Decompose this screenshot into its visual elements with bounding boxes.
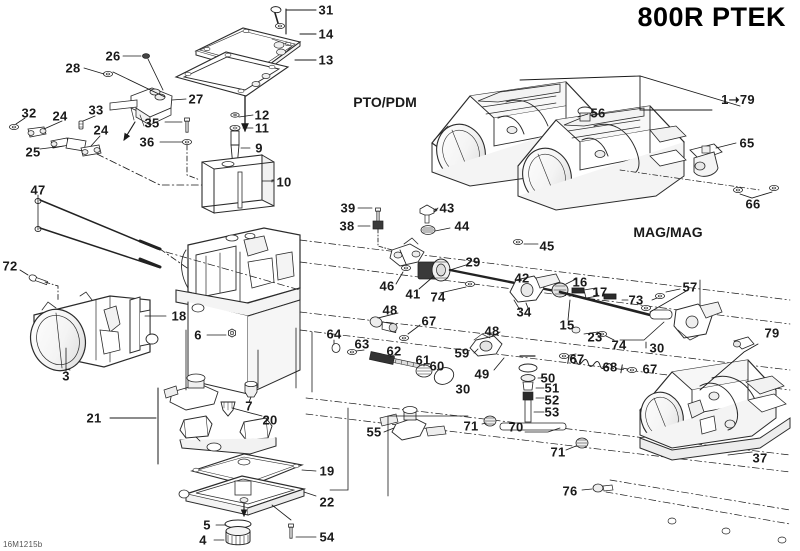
callout-number: 3	[62, 368, 70, 384]
callout-number: 56	[590, 105, 606, 121]
group-label-mag-mag: MAG/MAG	[633, 224, 703, 240]
callout-number: 47	[30, 182, 46, 198]
callout-number: 70	[508, 419, 524, 435]
callout-number: 5	[203, 517, 211, 533]
callout-number: 38	[339, 218, 355, 234]
callout-number: 35	[144, 115, 160, 131]
callout-number: 42	[514, 270, 530, 286]
group-label-pto-pdm: PTO/PDM	[353, 94, 417, 110]
callout-number: 50	[540, 370, 556, 386]
callout-number: 65	[739, 135, 755, 151]
callout-number: 34	[516, 304, 532, 320]
callout-number: 31	[318, 2, 334, 18]
callout-number: 79	[764, 325, 780, 341]
callout-number: 63	[354, 336, 370, 352]
callout-number: 68	[602, 359, 618, 375]
callout-number: 71	[550, 444, 566, 460]
callout-number: 52	[544, 392, 560, 408]
callout-number: 24	[52, 108, 68, 124]
callout-number: 26	[105, 48, 121, 64]
callout-number: 20	[262, 412, 278, 428]
callout-number: 66	[745, 196, 761, 212]
callout-number: 39	[340, 200, 356, 216]
callout-number: 12	[254, 107, 270, 123]
callout-number: 29	[465, 254, 481, 270]
callout-number: 17	[592, 284, 608, 300]
page-title: 800R PTEK	[637, 2, 786, 32]
callout-number: 14	[318, 26, 334, 42]
callout-number: 23	[587, 329, 603, 345]
callout-number: 30	[455, 381, 471, 397]
callout-number: 18	[171, 308, 187, 324]
callout-number: 64	[326, 326, 342, 342]
callout-number: 55	[366, 424, 382, 440]
callout-number: 60	[429, 358, 445, 374]
callout-number: 36	[139, 134, 155, 150]
callout-number: 61	[415, 352, 431, 368]
callout-number: 57	[682, 279, 698, 295]
callout-number: 44	[454, 218, 470, 234]
callout-number: 11	[254, 120, 270, 136]
callout-number: 59	[454, 345, 470, 361]
callout-number: 27	[188, 91, 204, 107]
callout-number: 41	[405, 286, 421, 302]
callout-number: 32	[21, 105, 37, 121]
callout-number: 51	[544, 380, 560, 396]
callout-number: 7	[245, 398, 253, 414]
callout-number: 43	[439, 200, 455, 216]
drawing-code: 16M1215b	[3, 540, 43, 549]
callout-number: 13	[318, 52, 334, 68]
callout-number: 45	[539, 238, 555, 254]
callout-number: 62	[386, 343, 402, 359]
callout-number: 30	[649, 340, 665, 356]
callout-number: 49	[474, 366, 490, 382]
callout-number: 10	[276, 174, 292, 190]
callout-number: 72	[2, 258, 18, 274]
callout-number: 9	[255, 140, 263, 156]
callout-number: 22	[319, 494, 335, 510]
callout-number: 24	[93, 122, 109, 138]
callout-range-1-79: 1➝79	[721, 92, 755, 107]
callout-number: 76	[562, 483, 578, 499]
callout-number: 71	[463, 418, 479, 434]
callout-number: 28	[65, 60, 81, 76]
callout-number: 53	[544, 404, 560, 420]
callout-number: 67	[569, 351, 585, 367]
callout-number: 48	[484, 323, 500, 339]
callout-number: 73	[628, 292, 644, 308]
callout-number: 19	[319, 463, 335, 479]
callout-number: 6	[194, 327, 202, 343]
callout-number: 33	[88, 102, 104, 118]
callout-number: 67	[421, 313, 437, 329]
callout-number: 21	[86, 410, 102, 426]
callout-number: 4	[199, 532, 207, 548]
callout-number: 74	[430, 289, 446, 305]
callout-number: 74	[611, 337, 627, 353]
callout-number: 15	[559, 317, 575, 333]
callout-number: 67	[642, 361, 658, 377]
callout-number: 25	[25, 144, 41, 160]
callout-number: 54	[319, 529, 335, 545]
callout-number: 46	[379, 278, 395, 294]
callout-number: 37	[752, 450, 768, 466]
callout-number: 48	[382, 302, 398, 318]
callout-number: 16	[572, 274, 588, 290]
